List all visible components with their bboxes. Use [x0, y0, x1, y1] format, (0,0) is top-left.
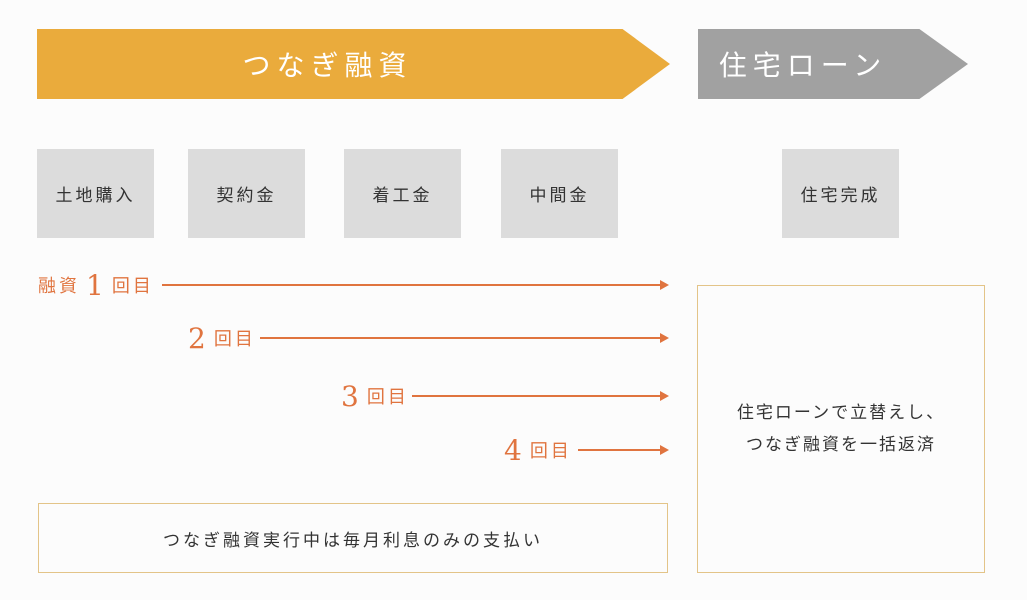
disbursement-suffix: 回目 [111, 276, 154, 297]
interest-only-note-text: つなぎ融資実行中は毎月利息のみの支払い [163, 530, 543, 551]
disbursement-arrow-line [578, 449, 662, 451]
disbursement-number: 4 [504, 433, 522, 467]
step-interim-payment: 中間金 [501, 149, 618, 238]
disbursement-number: 2 [188, 321, 206, 355]
arrow-right-icon [660, 391, 669, 401]
disbursement-label: 融資 1 回目 [38, 268, 154, 302]
disbursement-arrow-line [162, 284, 662, 286]
housing-loan-banner-label: 住宅ローン [718, 49, 888, 82]
step-contract-payment: 契約金 [188, 149, 305, 238]
disbursement-arrow-line [260, 337, 662, 339]
housing-loan-banner: 住宅ローン [698, 29, 968, 99]
disbursement-number: 3 [341, 379, 359, 413]
arrow-right-icon [660, 280, 669, 290]
disbursement-row-4: 4 回目 [0, 433, 680, 467]
repayment-line-2: つなぎ融資を一括返済 [746, 435, 936, 455]
disbursement-prefix: 融資 [38, 276, 80, 297]
disbursement-arrow-line [412, 395, 662, 397]
disbursement-suffix: 回目 [529, 441, 572, 462]
disbursement-label: 4 回目 [504, 433, 572, 467]
disbursement-suffix: 回目 [366, 387, 409, 408]
disbursement-label: 2 回目 [188, 321, 256, 355]
disbursement-suffix: 回目 [213, 329, 256, 350]
repayment-box: 住宅ローンで立替えし、 つなぎ融資を一括返済 [697, 285, 985, 573]
disbursement-label: 3 回目 [341, 379, 409, 413]
bridge-loan-banner: つなぎ融資 [37, 29, 670, 99]
disbursement-number: 1 [86, 268, 104, 302]
step-construction-start-payment: 着工金 [344, 149, 461, 238]
arrow-right-icon [660, 333, 669, 343]
arrow-right-icon [660, 445, 669, 455]
disbursement-row-2: 2 回目 [0, 321, 680, 355]
interest-only-note: つなぎ融資実行中は毎月利息のみの支払い [38, 503, 668, 573]
bridge-loan-banner-label: つなぎ融資 [242, 49, 413, 82]
step-land-purchase: 土地購入 [37, 149, 154, 238]
repayment-line-1: 住宅ローンで立替えし、 [736, 403, 946, 423]
disbursement-row-3: 3 回目 [0, 379, 680, 413]
disbursement-row-1: 融資 1 回目 [0, 268, 680, 302]
step-house-completion: 住宅完成 [782, 149, 899, 238]
